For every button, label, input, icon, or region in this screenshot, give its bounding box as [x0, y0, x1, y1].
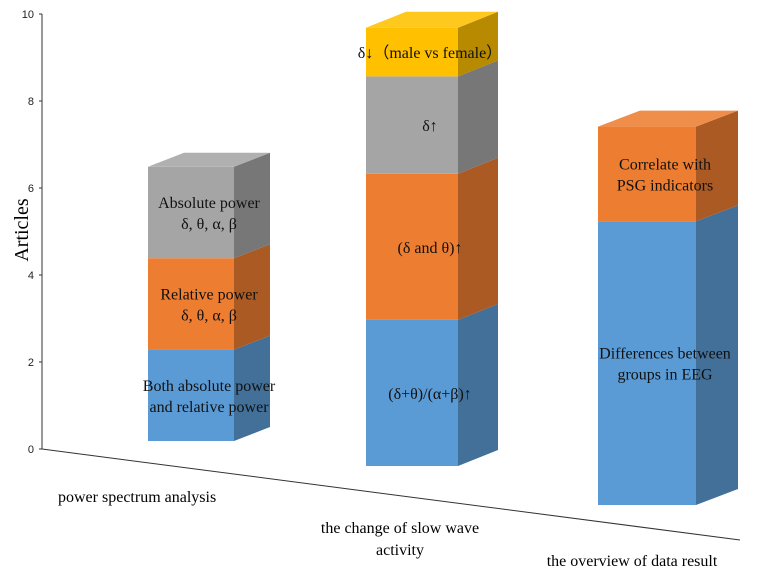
bar-segment-front — [598, 126, 696, 222]
bar-segment-top — [366, 11, 498, 28]
bar-segment-top — [148, 152, 270, 167]
bar-segment-side — [458, 11, 498, 77]
bar-segment-side — [696, 205, 738, 505]
bar-segment-front — [148, 349, 234, 441]
bar-segment-side — [458, 303, 498, 466]
bar-segment-side — [234, 244, 270, 350]
bar-segment-front — [366, 173, 458, 320]
bar-segment-label: δ↑ — [422, 118, 438, 135]
bar-segment-front — [366, 319, 458, 466]
y-axis-label: Articles — [11, 198, 33, 262]
bar-segment-side — [234, 152, 270, 259]
y-tick-label: 2 — [28, 357, 34, 369]
x-axis-line — [41, 448, 741, 541]
y-tick-label: 0 — [28, 444, 34, 456]
category-labels: power spectrum analysis the change of slo… — [58, 489, 718, 570]
bar-segment-front — [598, 221, 696, 505]
bar-segment-side — [458, 157, 498, 320]
y-tick-label: 8 — [28, 96, 34, 108]
bar-segment-side — [458, 60, 498, 174]
bar-segment-side — [696, 110, 738, 222]
bar-segment-side — [234, 335, 270, 441]
bar-segment-front — [366, 76, 458, 174]
y-tick-label: 4 — [28, 270, 34, 282]
x-category-label: power spectrum analysis — [58, 489, 216, 506]
bar-segment-front — [366, 27, 458, 77]
bar-stack: (δ+θ)/(α+β)↑ (δ and θ)↑ δ↑ δ↓（male vs femal… — [358, 11, 502, 466]
bar-segment-front — [148, 258, 234, 350]
y-tick-label: 6 — [28, 183, 34, 195]
bar-segment-label: (δ and θ)↑ — [398, 240, 463, 257]
x-category-label: the overview of data result — [547, 553, 718, 570]
bar-segment-top — [598, 110, 738, 127]
bar-segment-label: δ↓（male vs female） — [358, 44, 502, 62]
bar-segment-label: (δ+θ)/(α+β)↑ — [388, 386, 472, 403]
bar-segment-front — [148, 166, 234, 259]
y-tick-label: 10 — [22, 9, 34, 21]
